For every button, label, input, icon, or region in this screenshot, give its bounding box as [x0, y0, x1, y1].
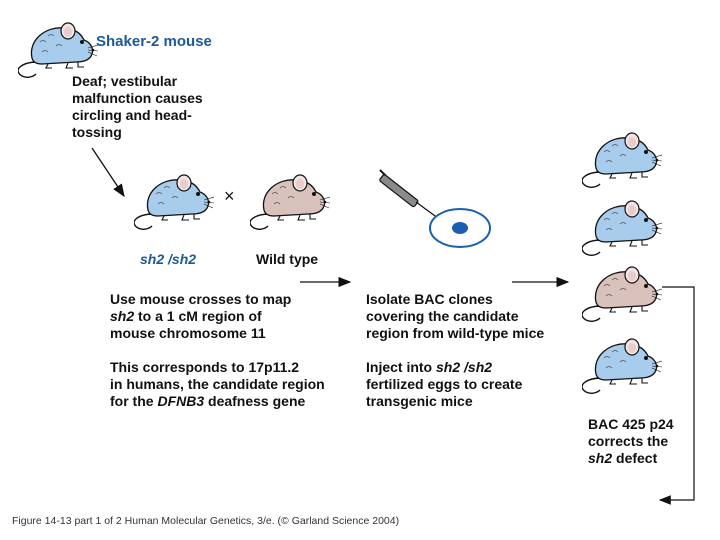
mouse-icon: [582, 128, 662, 188]
phenotype-line: malfunction causes: [72, 90, 203, 106]
result-text: BAC 425 p24 corrects the sh2 defect: [588, 416, 674, 466]
phenotype-line: circling and head-: [72, 107, 192, 123]
arrow-icon: [91, 147, 125, 198]
mouse-icon: [250, 170, 330, 230]
title: Shaker-2 mouse: [96, 33, 212, 50]
step1-text: Use mouse crosses to map sh2 to a 1 cM r…: [110, 291, 325, 409]
step2-text: Isolate BAC clones covering the candidat…: [366, 291, 545, 409]
mouse-icon: [582, 262, 662, 322]
mouse-icon: [582, 334, 662, 394]
phenotype-description: Deaf; vestibular malfunction causes circ…: [72, 73, 203, 141]
arrow-icon: [658, 286, 695, 505]
label-wildtype: Wild type: [256, 251, 319, 267]
mouse-icon: [134, 170, 214, 230]
mouse-icon: [582, 196, 662, 256]
cross-symbol: ×: [224, 186, 235, 206]
figure-caption: Figure 14-13 part 1 of 2 Human Molecular…: [12, 515, 400, 527]
phenotype-line: Deaf; vestibular: [72, 73, 178, 89]
egg-dish-icon: [429, 208, 491, 248]
phenotype-line: tossing: [72, 124, 122, 140]
label-mutant: sh2 /sh2: [140, 251, 197, 267]
